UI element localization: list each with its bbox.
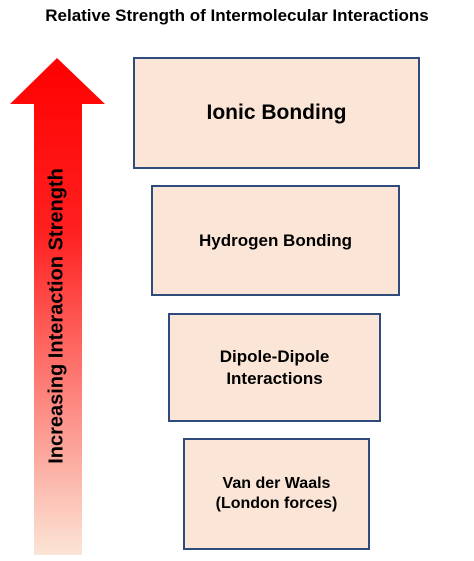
level-dipole-dipole: Dipole-Dipole Interactions: [168, 313, 381, 422]
level-label: Van der Waals (London forces): [215, 475, 338, 512]
strength-arrow: Increasing Interaction Strength: [0, 0, 110, 561]
level-label: Dipole-Dipole Interactions: [219, 347, 330, 388]
up-arrow-icon: [10, 58, 105, 555]
level-label: Hydrogen Bonding: [199, 230, 352, 250]
level-ionic-bonding: Ionic Bonding: [133, 57, 420, 169]
diagram-title: Relative Strength of Intermolecular Inte…: [45, 6, 429, 25]
level-van-der-waals: Van der Waals (London forces): [183, 438, 370, 550]
arrow-label: Increasing Interaction Strength: [45, 168, 68, 464]
arrow-shape: [10, 58, 105, 555]
level-hydrogen-bonding: Hydrogen Bonding: [151, 185, 400, 296]
level-label: Ionic Bonding: [206, 100, 347, 124]
